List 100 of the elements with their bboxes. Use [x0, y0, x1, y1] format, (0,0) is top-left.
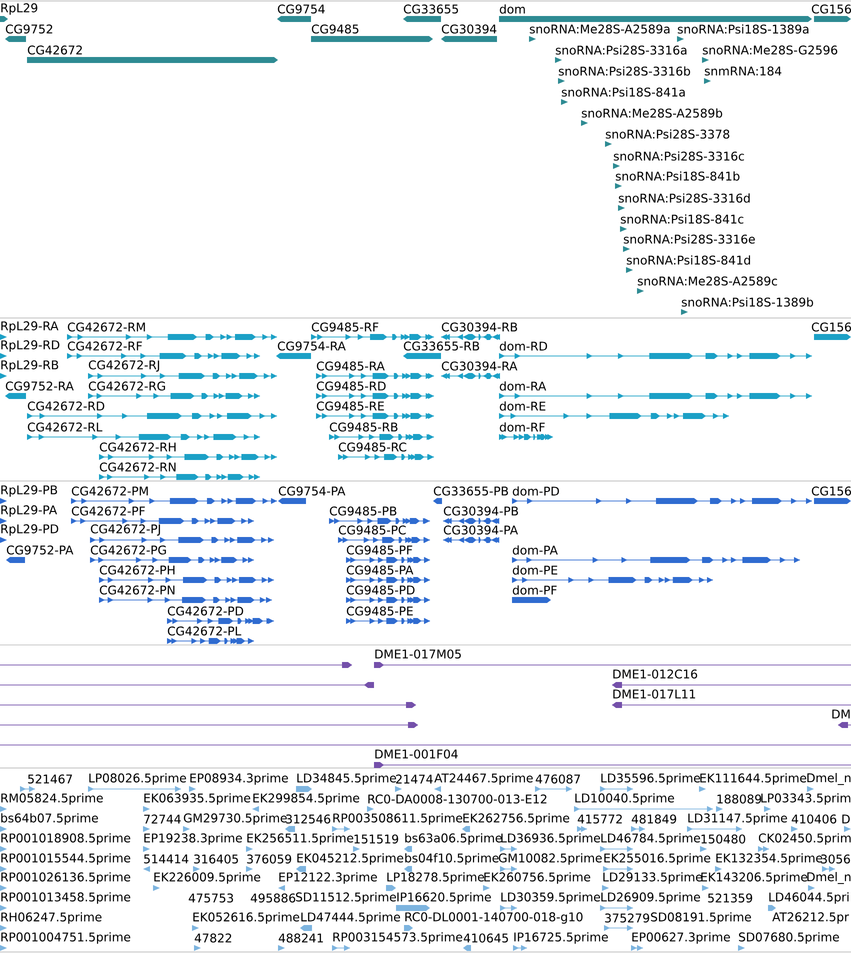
feature-label: GM10082.5prime [498, 853, 602, 865]
feature-label: Dmel_n [807, 773, 850, 785]
feature-label: dom [500, 4, 525, 14]
feature-label: CG30394-RA [442, 361, 518, 371]
feature-label: EK299854.5prime [253, 793, 360, 805]
feature-label: 312546 [286, 814, 330, 824]
feature-label: RP003508611.5prime [333, 813, 462, 825]
feature-label: RH06247.5prime [1, 912, 102, 924]
feature-label: EK063935.5prime [144, 793, 250, 805]
feature-label: D [842, 814, 850, 824]
feature-label: CG9485-PD [346, 585, 414, 595]
feature-label: EP00627.3prime [632, 932, 730, 944]
feature-label: CG30394-RB [442, 322, 518, 332]
feature-label: LD31147.5prime [688, 813, 788, 825]
feature-label: 3056 [821, 854, 850, 864]
feature-label: CG42672-PH [100, 565, 174, 575]
feature-label: EK255016.5prime [604, 853, 710, 865]
feature-label: snoRNA:Me28S-G2596 [702, 45, 838, 55]
feature-label: CG30394-PB [444, 506, 518, 516]
feature-label: snoRNA:Me28S-A2589c [638, 276, 778, 286]
feature-label: GM29730.5prime [184, 813, 287, 825]
feature-label: 475753 [188, 893, 234, 903]
feature-label: DME1-012C16 [613, 669, 698, 679]
feature-label: LD47444.5prime [301, 912, 400, 924]
feature-label: EK226009.5prime [154, 872, 260, 884]
feature-label: RpL29-RA [1, 321, 58, 333]
feature-label: CG9754-PA [278, 486, 346, 496]
feature-label: 521359 [708, 893, 752, 903]
feature-label: RP001004751.5prime [1, 932, 130, 944]
feature-label: CG42672-PD [168, 606, 244, 616]
feature-label: RpL29 [1, 3, 38, 15]
feature-label: CG42672-PF [72, 506, 145, 516]
feature-label: bs04f10.5prime [405, 853, 499, 865]
feature-label: CG9752-RA [6, 381, 74, 391]
feature-label: IP16725.5prime [514, 932, 608, 944]
feature-label: RpL29-RB [1, 360, 58, 372]
feature-label: EK143206.5prime [701, 872, 808, 884]
feature-label: CG42672-RL [28, 422, 102, 432]
feature-label: CG9485-RC [338, 442, 406, 452]
feature-label: EK256511.5prime [247, 833, 354, 845]
feature-label: LD46784.5prime [601, 833, 700, 845]
feature-label: CG42672 [28, 45, 82, 55]
feature-label: 316405 [194, 854, 238, 864]
feature-label: LD26909.5prime [601, 892, 700, 904]
feature-label: DME1-001F04 [375, 749, 458, 759]
feature-label: LP08026.5prime [89, 773, 186, 785]
feature-label: CG42672-PM [72, 486, 148, 496]
feature-label: CG33655 [404, 4, 458, 14]
feature-label: LD29133.5prime [603, 872, 702, 884]
feature-label: EK111644.5prime [700, 773, 806, 785]
feature-label: CG9485-RD [316, 381, 386, 391]
feature-label: dom-RE [500, 401, 546, 411]
feature-label: snoRNA:Psi18S-841d [626, 255, 750, 265]
feature-label: RpL29-RD [1, 340, 60, 352]
feature-label: CG156 [812, 4, 851, 14]
feature-label: RP001013458.5prime [1, 892, 130, 904]
feature-label: 47822 [194, 933, 232, 943]
feature-label: EK132354.5prime [716, 853, 822, 865]
feature-label: RP001018908.5prime [1, 833, 130, 845]
feature-label: LD10040.5prime [575, 793, 674, 805]
feature-label: dom-RD [500, 341, 548, 351]
feature-label: DM [832, 710, 850, 718]
feature-label: CG156 [812, 486, 851, 496]
feature-label: dom-RF [500, 422, 545, 432]
feature-label: CG9485-PA [346, 565, 414, 575]
feature-label: CG9485 [312, 24, 358, 34]
feature-label: dom-RA [500, 381, 546, 391]
feature-label: 151519 [354, 834, 398, 844]
feature-label: bs63a06.5prime [405, 833, 502, 845]
feature-label: 21474 [396, 774, 433, 784]
feature-label: snoRNA:Psi18S-1389a [678, 24, 808, 34]
feature-label: CG42672-PG [90, 545, 166, 555]
feature-label: 72744 [144, 814, 181, 824]
feature-label: AT24467.5prime [434, 773, 533, 785]
feature-label: RpL29-PD [1, 524, 58, 536]
feature-label: 481849 [632, 814, 676, 824]
feature-label: CG42672-RF [68, 341, 142, 351]
feature-label: IP16620.5prime [397, 892, 491, 904]
feature-label: RpL29-PB [1, 485, 58, 497]
feature-label: EK052616.5prime [193, 912, 300, 924]
feature-label: snoRNA:Psi18S-841a [562, 87, 685, 97]
feature-label: LD46044.5pri [769, 892, 848, 904]
feature-label: snoRNA:Psi18S-841c [620, 214, 744, 224]
feature-label: snoRNA:Psi18S-1389b [682, 297, 814, 307]
feature-label: snoRNA:Me28S-A2589a [530, 24, 670, 34]
feature-label: snoRNA:Me28S-A2589b [582, 108, 722, 118]
feature-label: snoRNA:Psi28S-3316a [556, 45, 686, 55]
feature-label: CG30394 [442, 24, 496, 34]
feature-label: LD35596.5prime [601, 773, 700, 785]
feature-label: bs64b07.5prime [1, 813, 98, 825]
feature-label: CG9485-PE [346, 606, 413, 616]
feature-label: CG42672-RM [68, 322, 145, 332]
feature-label: RpL29-PA [1, 505, 58, 517]
feature-label: CG9485-PF [346, 545, 412, 555]
feature-label: 188089 [718, 794, 762, 804]
feature-label: dom-PF [512, 585, 557, 595]
feature-label: SD08191.5prime [650, 912, 751, 924]
feature-label: snoRNA:Psi28S-3316e [624, 234, 755, 244]
feature-label: snoRNA:Psi28S-3316c [614, 151, 744, 161]
feature-label: EP19238.3prime [144, 833, 242, 845]
